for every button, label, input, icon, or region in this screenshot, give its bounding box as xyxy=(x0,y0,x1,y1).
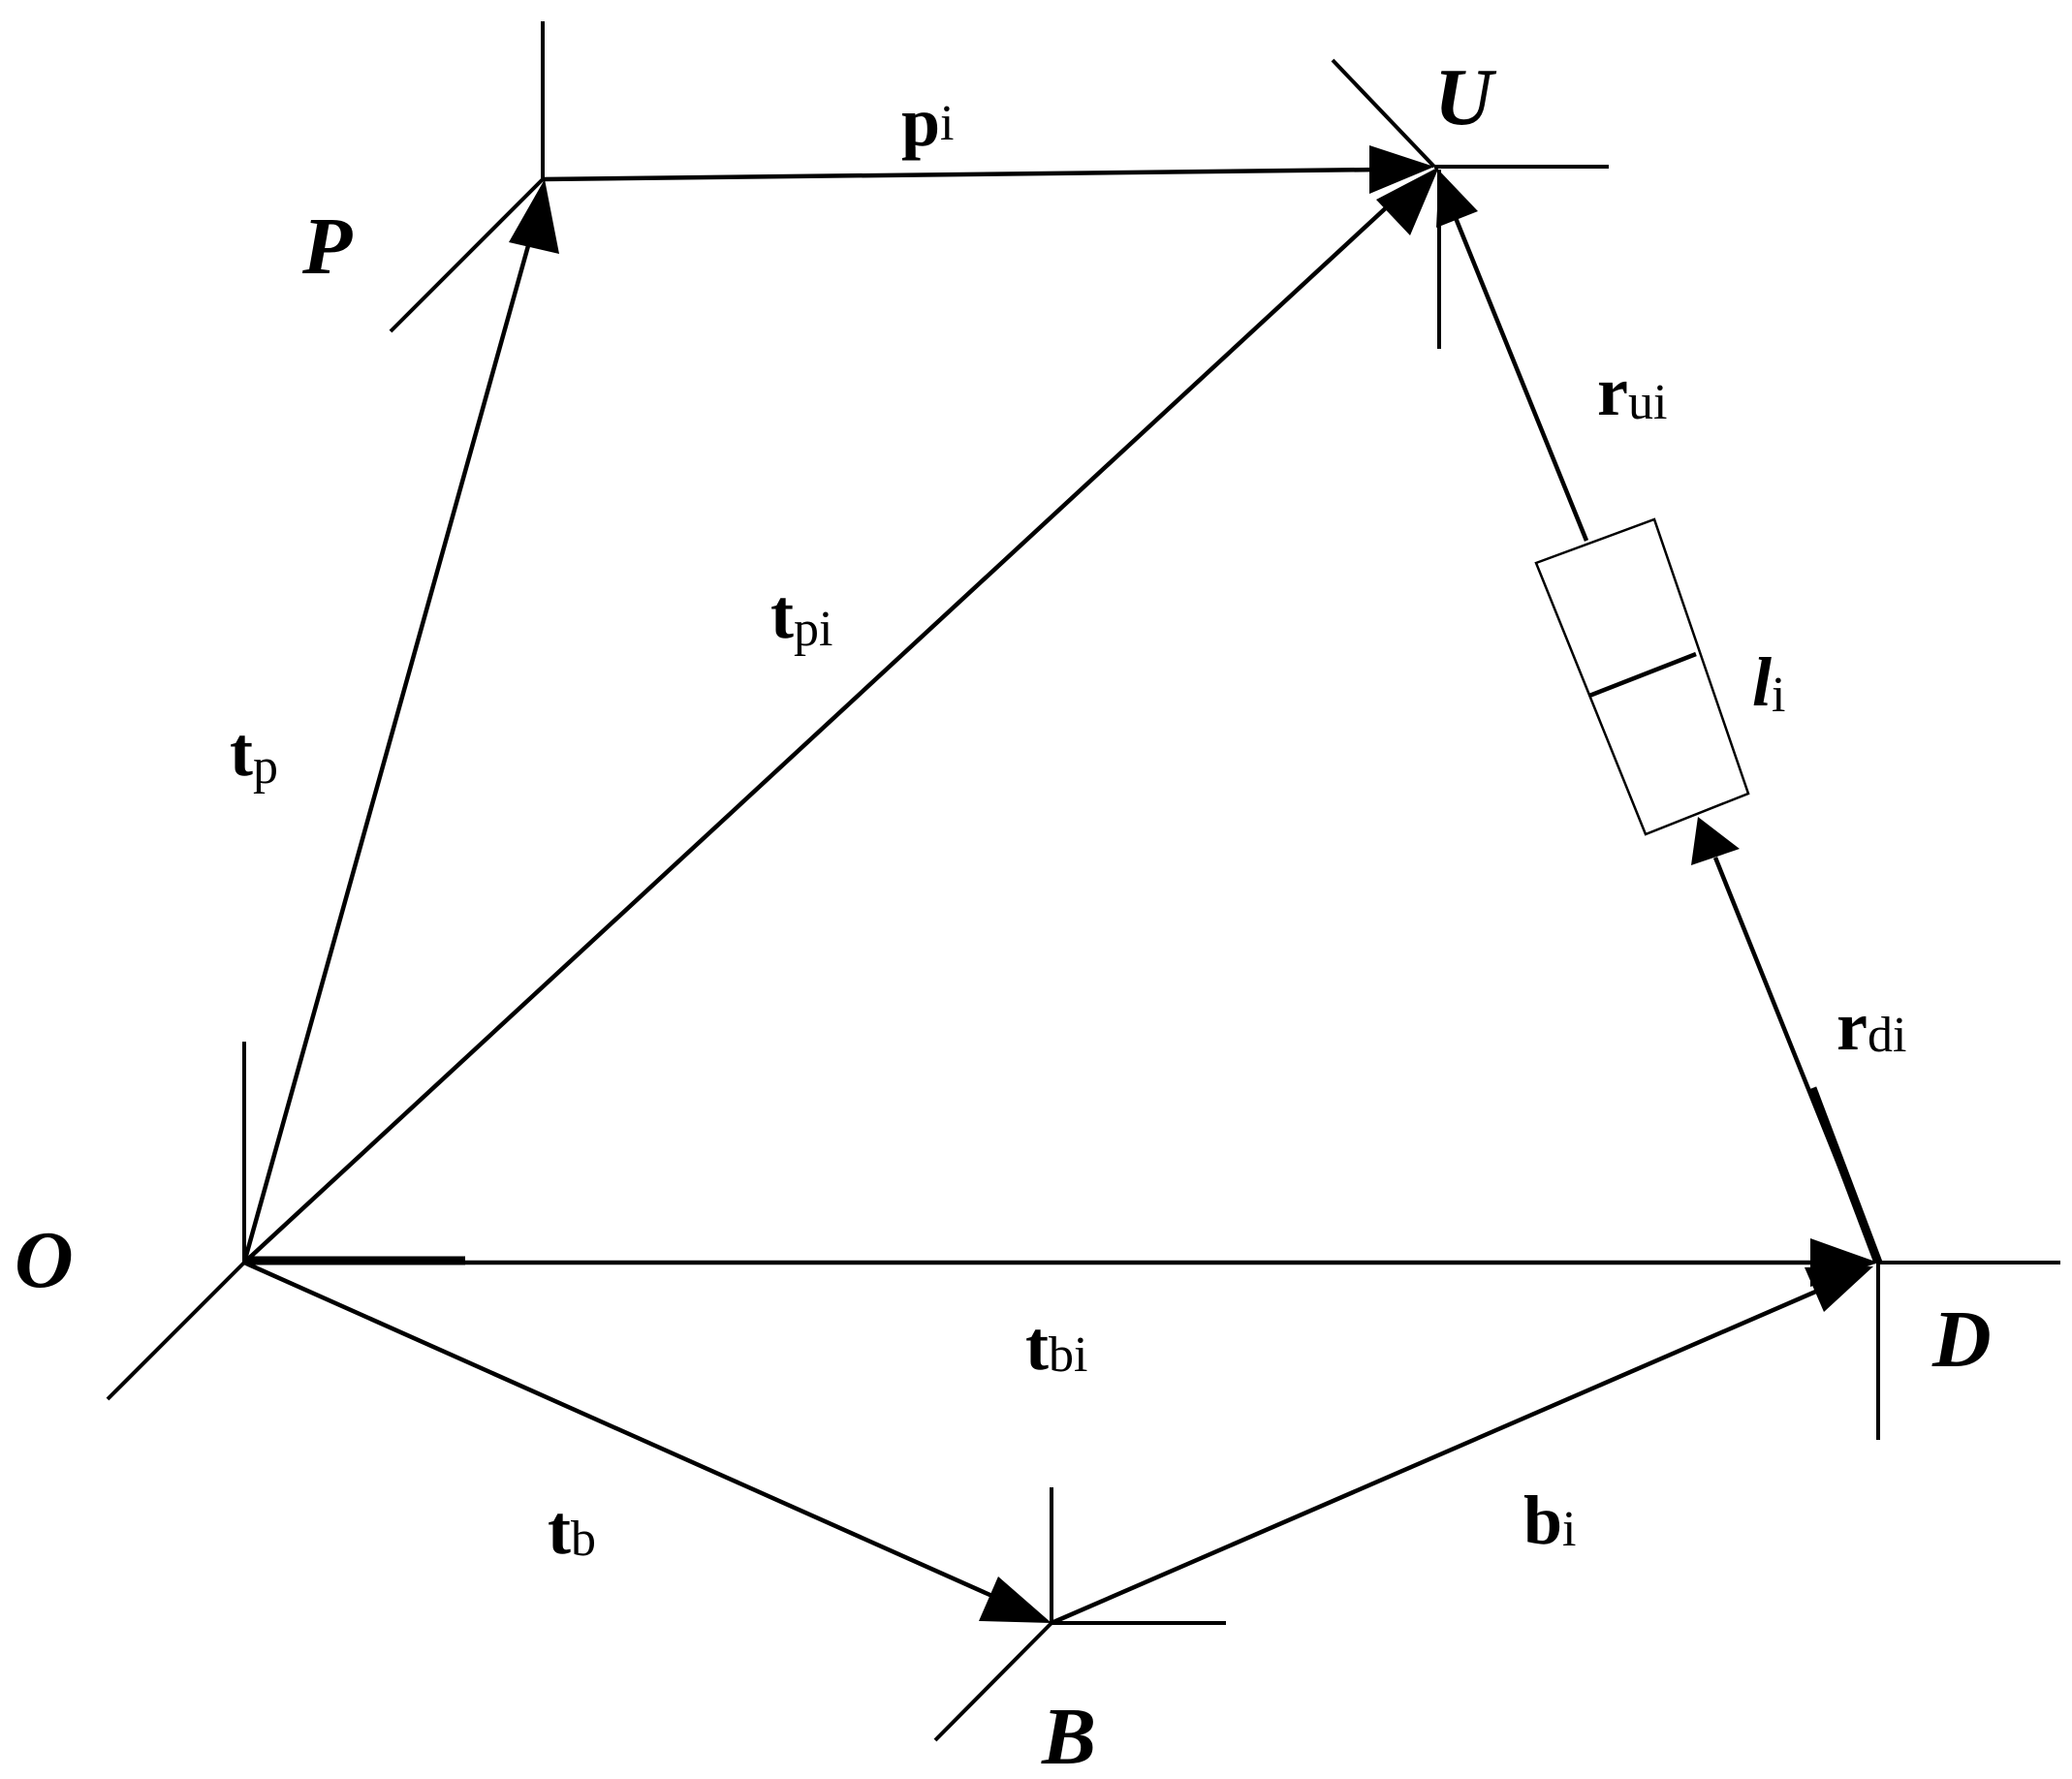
vector-bi-arrow xyxy=(1051,1266,1873,1626)
actuator-li-body xyxy=(1534,517,1750,836)
point-label-U: U xyxy=(1434,52,1497,142)
vector-label-rdi: rdi xyxy=(1837,987,1906,1065)
vector-label-bi: bi xyxy=(1523,1482,1577,1559)
vector-rui-arrow xyxy=(1436,171,1589,542)
vector-tp-arrow xyxy=(241,179,559,1264)
point-label-O: O xyxy=(15,1215,74,1305)
vector-label-tb: tb xyxy=(548,1491,596,1569)
frame-P-axes xyxy=(389,21,545,333)
vector-tpi-arrow xyxy=(242,167,1439,1264)
frame-B-axes xyxy=(933,1487,1226,1742)
frame-D-axes xyxy=(1876,1261,2060,1440)
vector-label-tbi: tbi xyxy=(1025,1307,1087,1385)
vector-label-rui: rui xyxy=(1597,353,1667,430)
vector-label-tp: tp xyxy=(230,713,278,795)
vector-label-li: li xyxy=(1752,643,1785,723)
point-label-B: B xyxy=(1041,1692,1096,1779)
frame-O-axes xyxy=(106,1042,246,1401)
point-label-D: D xyxy=(1931,1295,1992,1385)
vector-label-pi: pi xyxy=(901,83,955,161)
point-label-P: P xyxy=(301,202,353,292)
vector-pi-arrow xyxy=(542,145,1434,194)
vector-tb-arrow xyxy=(243,1260,1052,1623)
vector-rdi-arrow xyxy=(1691,817,1883,1264)
vector-label-tpi: tpi xyxy=(770,576,832,657)
vector-tbi-arrow xyxy=(244,1238,1878,1287)
